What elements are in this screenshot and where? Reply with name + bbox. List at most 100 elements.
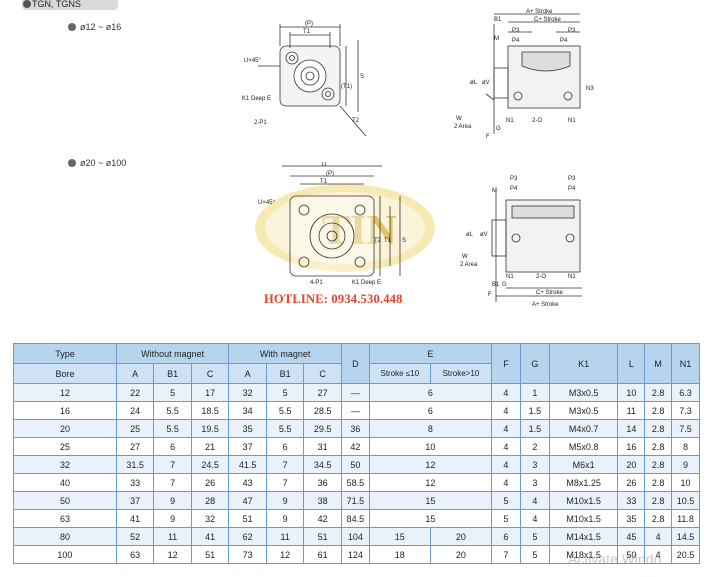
size-range-large: ø20 ~ ø100 [68, 158, 126, 168]
cell-bore: 16 [13, 401, 117, 420]
cell-e: 15 [368, 491, 492, 510]
dim-20: 2-O [536, 274, 546, 280]
cell-b1-magnet: 9 [265, 509, 305, 528]
cell-f: 7 [490, 545, 521, 564]
dim-l: øL [466, 232, 474, 238]
cell-l: 35 [617, 509, 646, 528]
header-e: E [368, 343, 492, 364]
cell-c-magnet: 29.5 [303, 419, 342, 438]
cell-n1: 9 [671, 455, 700, 474]
dim-w: W [456, 116, 462, 122]
logo-text: TIN [322, 208, 397, 254]
cell-b1: 7 [153, 455, 192, 474]
cell-n1: 6.3 [671, 383, 700, 402]
table-row: 50 37 9 28 47 9 38 71.5 15 5 4 M10x1.5 3… [13, 491, 700, 510]
cell-l: 50 [617, 545, 646, 564]
cell-k1: M4x0.7 [548, 419, 619, 438]
cell-m: 2.8 [644, 383, 672, 402]
cell-n1: 14.5 [671, 527, 700, 546]
cell-l: 20 [617, 455, 646, 474]
cell-e: 12 [368, 473, 492, 492]
dim-k1: K1 Deep E [242, 96, 271, 102]
cell-f: 4 [490, 455, 521, 474]
cell-k1: M10x1.5 [548, 491, 619, 510]
dim-p1: 2-P1 [254, 120, 267, 126]
cell-d: 71.5 [340, 491, 370, 510]
cell-l: 33 [617, 491, 646, 510]
cell-c: 28 [190, 491, 230, 510]
cell-a-magnet: 35 [228, 419, 267, 438]
cell-a-magnet: 34 [228, 401, 267, 420]
dim-p3b: P3 [568, 28, 576, 34]
cell-f: 5 [490, 491, 521, 510]
header-b1-magnet: B1 [265, 363, 305, 384]
cell-g: 3 [519, 455, 550, 474]
table-header-row: Type Without magnet With magnet D E F G … [13, 343, 700, 384]
front-view-small-drawing: (P) T1 U×45° (T1) S K1 Deep E 2-P1 T2 [242, 21, 367, 137]
table-row: 32 31.5 7 24.5 41.5 7 34.5 50 12 4 3 M6x… [13, 455, 700, 474]
cell-f: 4 [490, 437, 521, 456]
dim-n1a: N1 [506, 118, 514, 124]
dim-t2: T2 [374, 238, 382, 244]
cell-f: 4 [490, 473, 521, 492]
dim-c: C+ Stroke [534, 17, 562, 23]
cell-a-magnet: 37 [228, 437, 267, 456]
cell-k1: M5x0.8 [548, 437, 619, 456]
cell-f: 4 [490, 383, 521, 402]
dim-p3: P3 [510, 176, 518, 182]
hotline-text: HOTLINE: 0934.530.448 [264, 292, 403, 306]
cell-d: 58.5 [340, 473, 370, 492]
header-type: Type [13, 343, 117, 364]
cell-g: 2 [519, 437, 550, 456]
table-row: 25 27 6 21 37 6 31 42 10 4 2 M5x0.8 16 2… [13, 437, 700, 456]
cell-b1: 6 [153, 437, 192, 456]
cell-m: 2.8 [644, 455, 672, 474]
dim-area: 2 Area [454, 124, 472, 130]
dim-b1: B1 [494, 17, 502, 23]
cell-g: 4 [519, 509, 550, 528]
side-view-large-drawing: P3 P4 P3 P4 M øL øV W 2 Area N1 2-O N1 B… [460, 176, 582, 308]
cell-n1: 20.5 [671, 545, 700, 564]
table-row: 12 22 5 17 32 5 27 — 6 4 1 M3x0.5 10 2.8… [13, 383, 700, 402]
cell-e-stroke-gt10: 20 [429, 527, 492, 546]
cell-f: 5 [490, 509, 521, 528]
cell-b1-magnet: 5.5 [265, 419, 305, 438]
cell-c-magnet: 36 [303, 473, 342, 492]
cell-e: 15 [368, 509, 492, 528]
cell-e: 10 [368, 437, 492, 456]
dim-c: C+ Stroke [536, 290, 564, 296]
cell-k1: M3x0.5 [548, 401, 619, 420]
cell-c: 26 [190, 473, 230, 492]
dim-p4b: P4 [568, 186, 576, 192]
cell-c: 18.5 [190, 401, 230, 420]
cell-a: 41 [115, 509, 155, 528]
cell-b1: 5.5 [153, 419, 192, 438]
bullet-icon [68, 23, 76, 31]
header-a: A [115, 363, 155, 384]
cell-f: 6 [490, 527, 521, 546]
cell-bore: 100 [13, 545, 117, 564]
cell-c-magnet: 27 [303, 383, 342, 402]
dim-u: U×45° [258, 200, 276, 206]
cell-k1: M14x1.5 [548, 527, 619, 546]
cell-c: 17 [190, 383, 230, 402]
cell-n1: 8 [671, 437, 700, 456]
cell-b1-magnet: 5 [265, 383, 305, 402]
cell-a: 27 [115, 437, 155, 456]
cell-b1: 11 [153, 527, 192, 546]
cell-k1: M6x1 [548, 455, 619, 474]
header-e-stroke-gt10: Stroke>10 [429, 363, 492, 384]
dim-t2: T2 [352, 118, 360, 124]
dim-t1: T1 [320, 179, 328, 185]
cell-m: 2.8 [644, 419, 672, 438]
dim-m: M [494, 36, 499, 42]
series-tab: TGN, TGNS [22, 0, 118, 10]
cell-bore: 25 [13, 437, 117, 456]
dim-n1b: N1 [568, 118, 576, 124]
header-c: C [190, 363, 230, 384]
cell-a-magnet: 32 [228, 383, 267, 402]
cell-g: 1 [519, 383, 550, 402]
cell-a-magnet: 51 [228, 509, 267, 528]
cell-n1: 10.5 [671, 491, 700, 510]
dim-t1b: T1 [384, 238, 392, 244]
